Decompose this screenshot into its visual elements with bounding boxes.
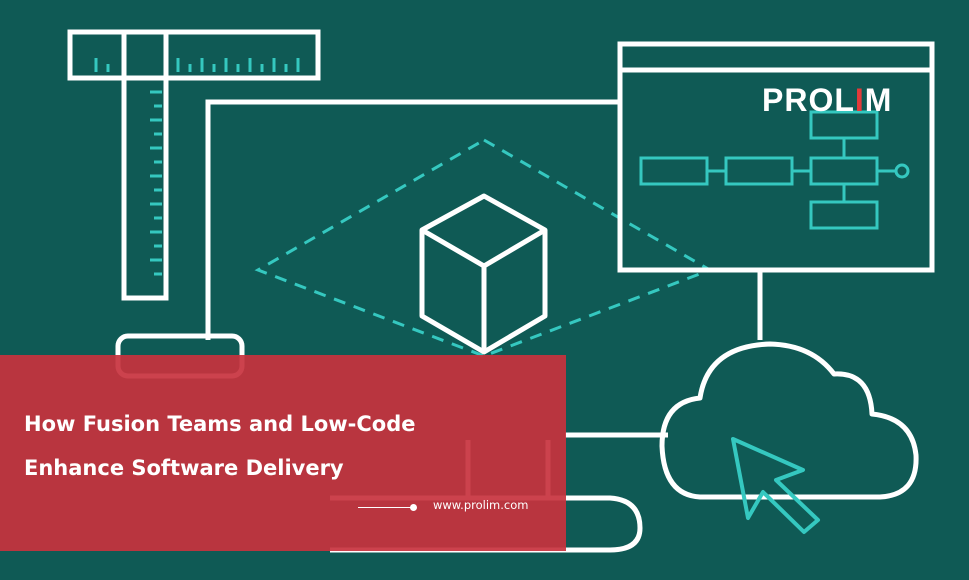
headline: How Fusion Teams and Low-Code Enhance So… [24, 402, 544, 490]
flowchart-window-icon [617, 41, 935, 273]
connector-lines [205, 99, 763, 438]
url-arrow-dot [410, 504, 417, 511]
headline-line-2: Enhance Software Delivery [24, 456, 344, 480]
dashed-diamond [254, 138, 714, 358]
prolim-logo: PROLIM [762, 82, 893, 118]
cursor-arrow-icon [731, 437, 820, 534]
cube-icon [419, 193, 548, 355]
url-arrow-line [358, 507, 412, 508]
title-banner [0, 355, 566, 551]
ruler-ticks [94, 58, 300, 276]
headline-line-1: How Fusion Teams and Low-Code [24, 412, 416, 436]
t-square-ruler-icon [67, 29, 321, 301]
cloud-icon [659, 341, 919, 500]
website-url: www.prolim.com [433, 498, 529, 512]
